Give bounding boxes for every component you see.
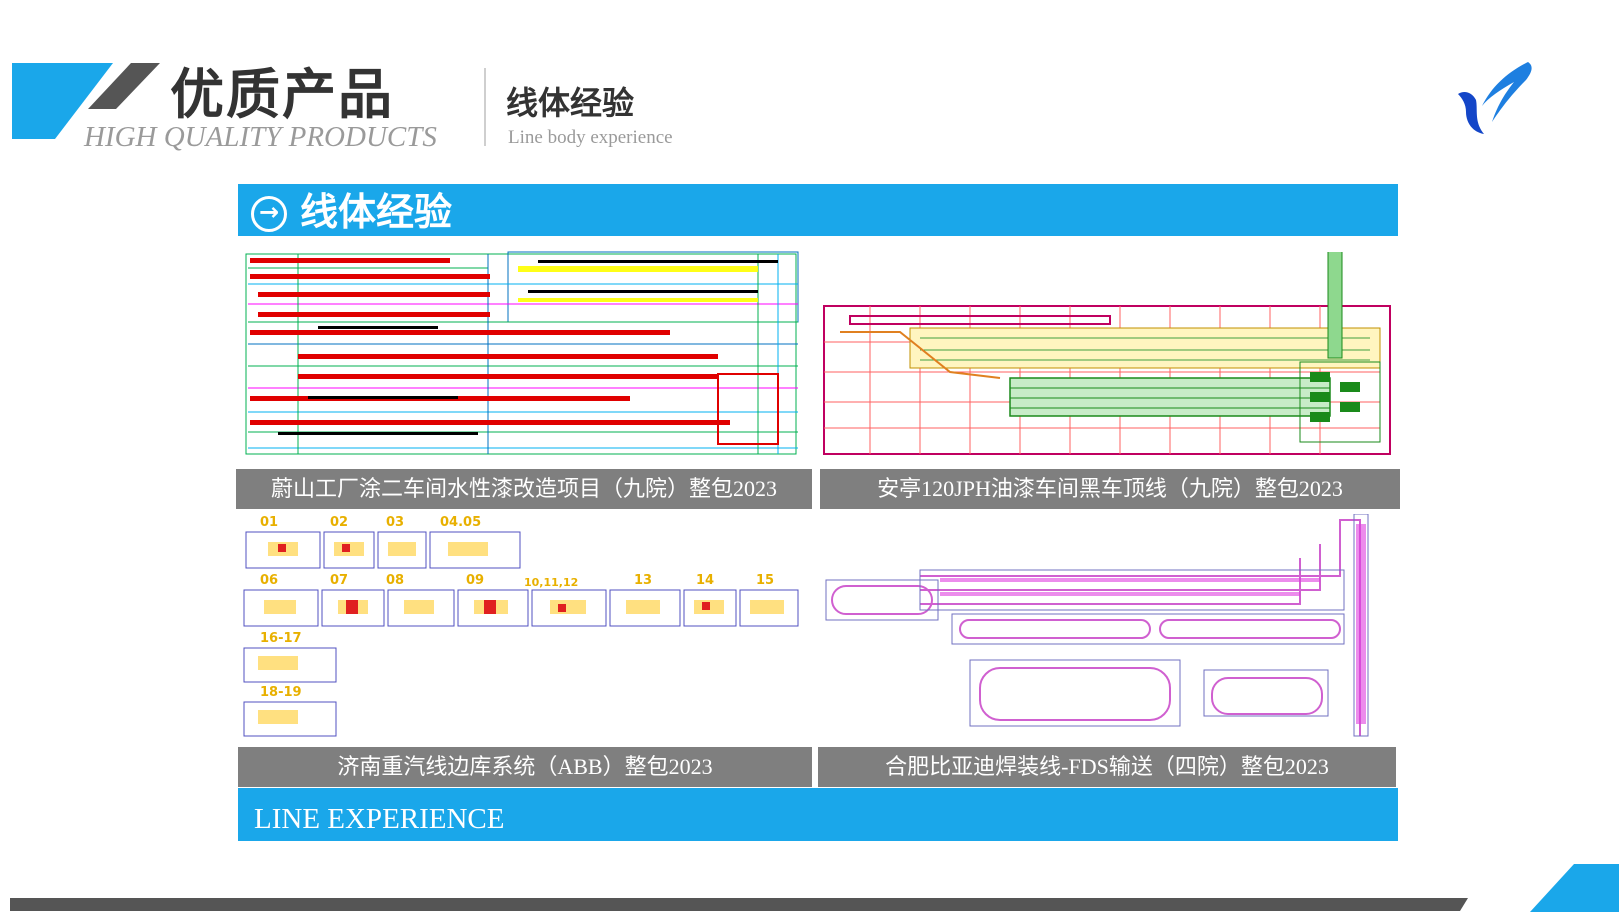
layout-label: 09 [466,573,484,588]
layout-label: 18-19 [260,685,302,700]
layout-label: 06 [260,573,278,588]
arrow-glyph: → [258,198,280,226]
project-caption: 济南重汽线边库系统（ABB）整包2023 [238,747,812,787]
layout-label: 13 [634,573,652,588]
footer-dark-bar [10,898,1468,911]
section-title: 线体经验 [506,84,635,122]
project-drawing-ulsan-paint-shop [238,246,812,462]
project-drawing-hefei-byd-fds [820,514,1400,740]
project-caption: 合肥比亚迪焊装线-FDS输送（四院）整包2023 [818,747,1396,787]
layout-label: 02 [330,515,348,530]
layout-label: 16-17 [260,631,302,646]
layout-label: 10,11,12 [524,576,578,589]
bottom-bar-text: LINE EXPERIENCE [254,803,505,835]
footer-blue-shape [1530,864,1619,912]
arrow-right-circle-icon [251,196,287,232]
bottom-blue-bar [238,788,1398,841]
header-divider [484,68,486,146]
page-subtitle: HIGH QUALITY PRODUCTS [84,121,437,153]
content-header-bar [238,184,1398,236]
layout-label: 14 [696,573,714,588]
page-title: 优质产品 [170,63,394,126]
bird-logo-icon [1458,62,1532,134]
layout-label: 07 [330,573,348,588]
header-dark-stripe [88,63,160,109]
project-drawing-jinan-sinotruk-layouts: 01 02 03 04.05 06 07 08 09 10,11,12 13 1… [238,514,812,740]
layout-label: 08 [386,573,404,588]
layout-label: 01 [260,515,278,530]
layout-label: 15 [756,573,774,588]
header-blue-shape [12,63,113,139]
section-subtitle: Line body experience [508,127,673,148]
project-caption: 蔚山工厂涂二车间水性漆改造项目（九院）整包2023 [236,469,812,509]
project-drawing-anting-topcoat-line [820,252,1400,458]
layout-label: 04.05 [440,515,481,530]
project-caption: 安亭120JPH油漆车间黑车顶线（九院）整包2023 [820,469,1400,509]
content-bar-title: 线体经验 [300,190,453,234]
layout-label: 03 [386,515,404,530]
